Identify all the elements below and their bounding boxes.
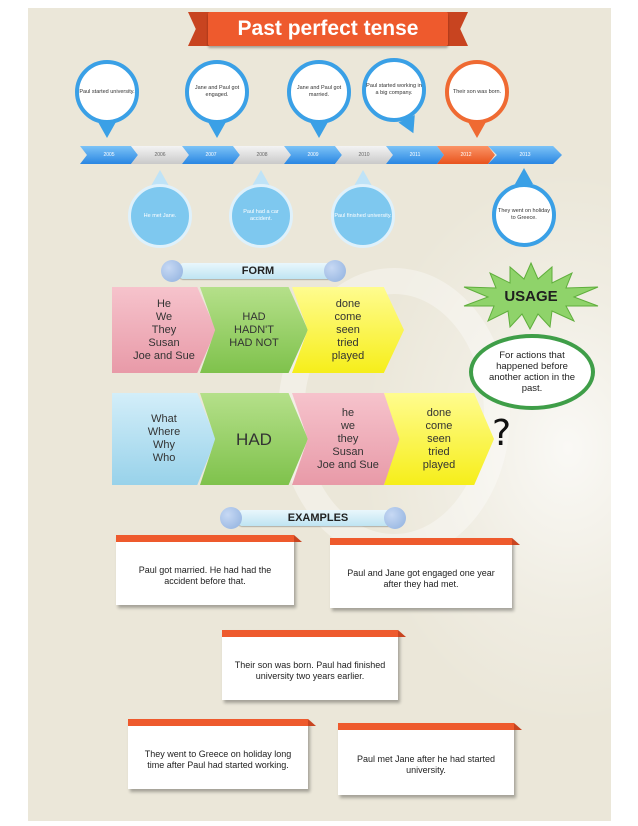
timeline-year: 2010: [335, 146, 393, 164]
example-card: They went to Greece on holiday long time…: [128, 719, 316, 789]
timeline-event-above: Paul started university.: [75, 60, 139, 124]
participle: come: [334, 310, 362, 323]
subject: he: [341, 406, 355, 419]
event-text: Paul had a car accident.: [243, 209, 279, 222]
question-word: Who: [152, 452, 176, 464]
subject: We: [155, 310, 173, 323]
timeline-event-above: Jane and Paul got engaged.: [185, 60, 249, 124]
timeline-event-below: Paul had a car accident.: [229, 184, 293, 248]
timeline-year: 2008: [233, 146, 291, 164]
timeline-event-below: He met Jane.: [128, 184, 192, 248]
subject: Susan: [148, 336, 180, 349]
balloon-pointer: [515, 168, 533, 184]
balloon-pointer: [252, 170, 270, 186]
subject: Susan: [332, 445, 364, 458]
participle: played: [331, 349, 365, 362]
participle: tried: [337, 336, 359, 349]
event-text: Paul started university.: [79, 88, 135, 95]
example-card: Paul got married. He had had the acciden…: [116, 535, 302, 605]
form-header: FORM: [176, 263, 340, 279]
usage-text: For actions that happened before another…: [488, 350, 576, 394]
header-dot-left: [161, 260, 183, 282]
form-question-words: What Where Why Who: [112, 393, 216, 485]
form-auxiliary: HAD HADN'T HAD NOT: [200, 287, 308, 373]
timeline-year: 2011: [386, 146, 444, 164]
timeline-event-above: Jane and Paul got married.: [287, 60, 351, 124]
example-card: Paul met Jane after he had started unive…: [338, 723, 522, 795]
auxiliary: HAD: [236, 429, 272, 449]
participle: done: [335, 297, 361, 310]
participle: come: [425, 419, 453, 432]
subject: Joe and Sue: [317, 458, 379, 471]
question-word: What: [151, 413, 177, 425]
usage-starburst: USAGE: [463, 261, 599, 331]
event-text: Paul finished university.: [334, 212, 392, 219]
usage-definition: For actions that happened before another…: [469, 334, 595, 410]
participle-list: done come seen tried played: [423, 407, 455, 472]
subjects-list: he we they Susan Joe and Sue: [317, 407, 379, 472]
header-dot-right: [324, 260, 346, 282]
examples-header: EXAMPLES: [235, 510, 401, 526]
balloon-pointer: [98, 122, 116, 138]
timeline-year: 2009: [284, 146, 342, 164]
question-mark: ?: [492, 413, 512, 454]
participle: tried: [428, 445, 450, 458]
auxiliary: HADN'T: [234, 323, 274, 336]
timeline-event-above: Their son was born.: [445, 60, 509, 124]
event-text: They went on holiday to Greece.: [498, 208, 550, 221]
form-question-subjects: he we they Susan Joe and Sue: [292, 393, 404, 485]
auxiliary: HAD: [242, 310, 266, 323]
form-subjects: He We They Susan Joe and Sue: [112, 287, 216, 373]
header-dot-left: [220, 507, 242, 529]
participle-list: done come seen tried played: [332, 298, 364, 363]
form-question-auxiliary: HAD: [200, 393, 308, 485]
subject: Joe and Sue: [133, 349, 195, 362]
example-card: Paul and Jane got engaged one year after…: [330, 538, 520, 608]
event-text: Jane and Paul got married.: [296, 85, 342, 98]
timeline-year: 2006: [131, 146, 189, 164]
balloon-pointer: [468, 122, 486, 138]
balloon-pointer: [151, 170, 169, 186]
subject: They: [151, 323, 177, 336]
timeline-year: 2007: [182, 146, 240, 164]
example-text: They went to Greece on holiday long time…: [144, 748, 292, 770]
usage-label: USAGE: [504, 288, 557, 305]
participle: done: [426, 406, 452, 419]
timeline-event-above: Paul started working in a big company.: [362, 58, 426, 122]
auxiliary-list: HAD HADN'T HAD NOT: [229, 311, 279, 350]
event-text: Paul started working in a big company.: [366, 83, 422, 96]
example-text: Paul and Jane got engaged one year after…: [347, 567, 495, 589]
subjects-list: He We They Susan Joe and Sue: [133, 298, 195, 363]
question-words-list: What Where Why Who: [148, 413, 180, 465]
event-text: Jane and Paul got engaged.: [194, 85, 240, 98]
timeline-event-below: Paul finished university.: [331, 184, 395, 248]
timeline-year: 2013: [488, 146, 562, 164]
question-word: Why: [153, 439, 175, 451]
timeline-event-below: They went on holiday to Greece.: [492, 183, 556, 247]
event-text: Their son was born.: [452, 88, 502, 95]
header-dot-right: [384, 507, 406, 529]
subject: they: [337, 432, 359, 445]
example-text: Their son was born. Paul had finished un…: [234, 659, 386, 681]
event-text: He met Jane.: [143, 212, 177, 219]
example-text: Paul met Jane after he had started unive…: [356, 753, 496, 775]
balloon-pointer: [310, 122, 328, 138]
timeline-year: 2005: [80, 146, 138, 164]
timeline-year: 2012: [437, 146, 495, 164]
page-title: Past perfect tense: [208, 12, 448, 46]
auxiliary: HAD NOT: [229, 336, 279, 349]
question-word: Where: [147, 426, 181, 438]
subject: He: [156, 297, 172, 310]
participle: played: [422, 458, 456, 471]
example-card: Their son was born. Paul had finished un…: [222, 630, 406, 700]
form-participles: done come seen tried played: [292, 287, 404, 373]
participle: seen: [427, 432, 451, 445]
example-text: Paul got married. He had had the acciden…: [138, 564, 272, 586]
balloon-pointer: [208, 122, 226, 138]
form-question-participles: done come seen tried played: [384, 393, 494, 485]
infographic-page: Past perfect tense Paul started universi…: [28, 8, 611, 821]
balloon-pointer: [354, 170, 372, 186]
participle: seen: [336, 323, 360, 336]
subject: we: [340, 419, 356, 432]
